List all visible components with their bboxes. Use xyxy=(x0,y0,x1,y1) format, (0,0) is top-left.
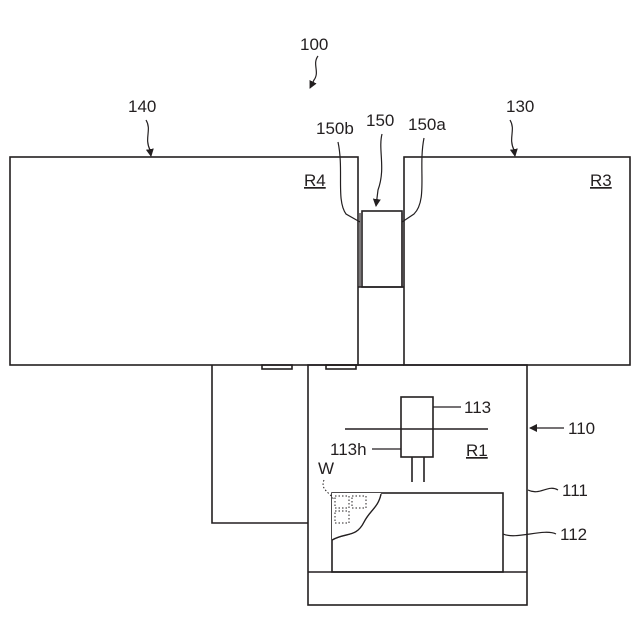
leader-100 xyxy=(310,56,318,88)
leader-112 xyxy=(503,532,556,535)
lower-left-enclosure xyxy=(212,365,308,523)
label-r3: R3 xyxy=(590,171,612,190)
transfer-unit-150 xyxy=(362,211,402,287)
label-r4: R4 xyxy=(304,171,326,190)
label-112: 112 xyxy=(560,525,587,544)
label-r1: R1 xyxy=(466,441,488,460)
robot-113 xyxy=(401,397,433,457)
label-150b: 150b xyxy=(316,119,354,138)
label-111: 111 xyxy=(562,481,588,500)
label-150: 150 xyxy=(366,111,394,130)
leader-140 xyxy=(146,120,151,156)
wafer-cutaway-fill xyxy=(332,493,381,540)
connector-pad-left xyxy=(262,365,292,369)
label-113h: 113h xyxy=(330,440,367,459)
leader-150b xyxy=(338,142,360,222)
leader-111 xyxy=(528,488,558,491)
label-130: 130 xyxy=(506,97,534,116)
label-w: W xyxy=(318,459,334,478)
leader-150a xyxy=(402,138,424,222)
leader-130 xyxy=(510,120,515,156)
chamber-111 xyxy=(308,365,527,605)
label-100: 100 xyxy=(300,35,328,54)
leader-150 xyxy=(376,134,382,206)
label-140: 140 xyxy=(128,97,156,116)
label-150a: 150a xyxy=(408,115,446,134)
label-110: 110 xyxy=(568,419,595,438)
label-113: 113 xyxy=(464,398,491,417)
